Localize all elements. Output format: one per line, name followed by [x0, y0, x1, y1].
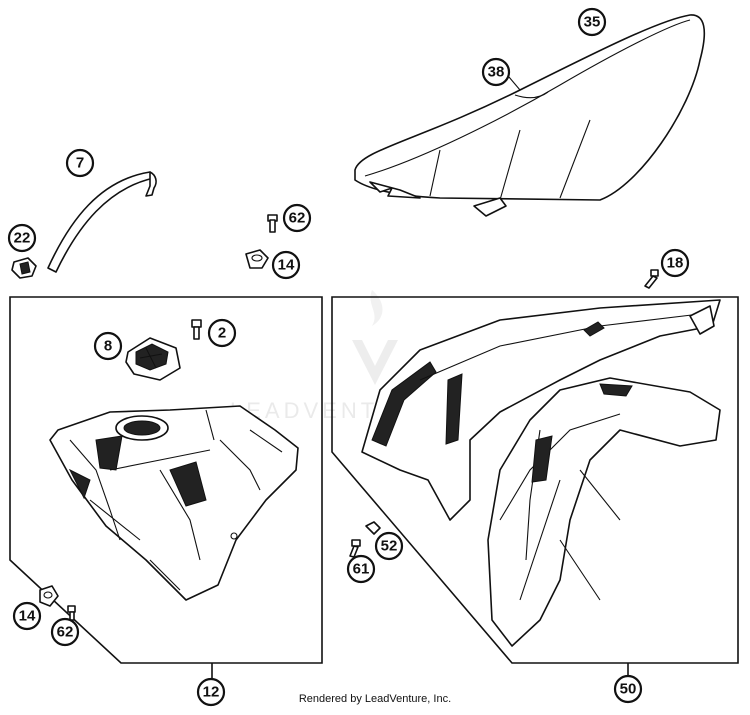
callout-22: 22	[7, 223, 37, 253]
hose-valve	[11, 257, 37, 279]
callout-52: 52	[374, 531, 404, 561]
svg-text:8: 8	[104, 338, 112, 355]
svg-text:38: 38	[488, 64, 505, 81]
callout-7: 7	[65, 148, 95, 178]
svg-text:22: 22	[14, 230, 31, 247]
callout-62-bottom: 62	[50, 617, 80, 647]
svg-text:61: 61	[353, 561, 370, 578]
svg-text:50: 50	[620, 681, 637, 698]
collar-top	[245, 249, 269, 269]
callout-61: 61	[346, 554, 376, 584]
svg-text:35: 35	[584, 14, 601, 31]
callout-38: 38	[481, 57, 511, 87]
svg-text:52: 52	[381, 538, 398, 555]
fuel-tank	[49, 405, 299, 601]
callout-14-bottom: 14	[12, 601, 42, 631]
callout-18: 18	[660, 248, 690, 278]
breather-hose	[47, 171, 157, 273]
screw-bottom	[67, 605, 76, 621]
svg-text:7: 7	[76, 155, 84, 172]
leader-38	[508, 76, 521, 91]
callout-8: 8	[93, 331, 123, 361]
svg-text:62: 62	[289, 210, 306, 227]
screw-18	[644, 269, 659, 289]
callout-14-top: 14	[271, 250, 301, 280]
nut-52	[365, 521, 381, 535]
frame-spoiler	[331, 296, 739, 664]
credit-line: Rendered by LeadVenture, Inc.	[298, 693, 452, 705]
fuel-cap	[125, 337, 181, 381]
svg-text:12: 12	[203, 684, 220, 701]
callout-62-top: 62	[282, 203, 312, 233]
seat	[354, 14, 706, 217]
spoiler-panel	[361, 299, 721, 647]
screw-2	[191, 319, 202, 340]
callout-2: 2	[207, 318, 237, 348]
callout-35: 35	[577, 7, 607, 37]
frame-fuel-tank	[9, 296, 323, 664]
callout-12: 12	[196, 677, 226, 707]
screw-61	[349, 539, 361, 558]
svg-text:14: 14	[278, 257, 295, 274]
collar-bottom	[39, 585, 59, 607]
svg-text:2: 2	[218, 325, 226, 342]
svg-text:14: 14	[19, 608, 36, 625]
callout-50: 50	[613, 674, 643, 704]
svg-text:18: 18	[667, 255, 684, 272]
svg-text:62: 62	[57, 624, 74, 641]
screw-top	[267, 214, 278, 233]
